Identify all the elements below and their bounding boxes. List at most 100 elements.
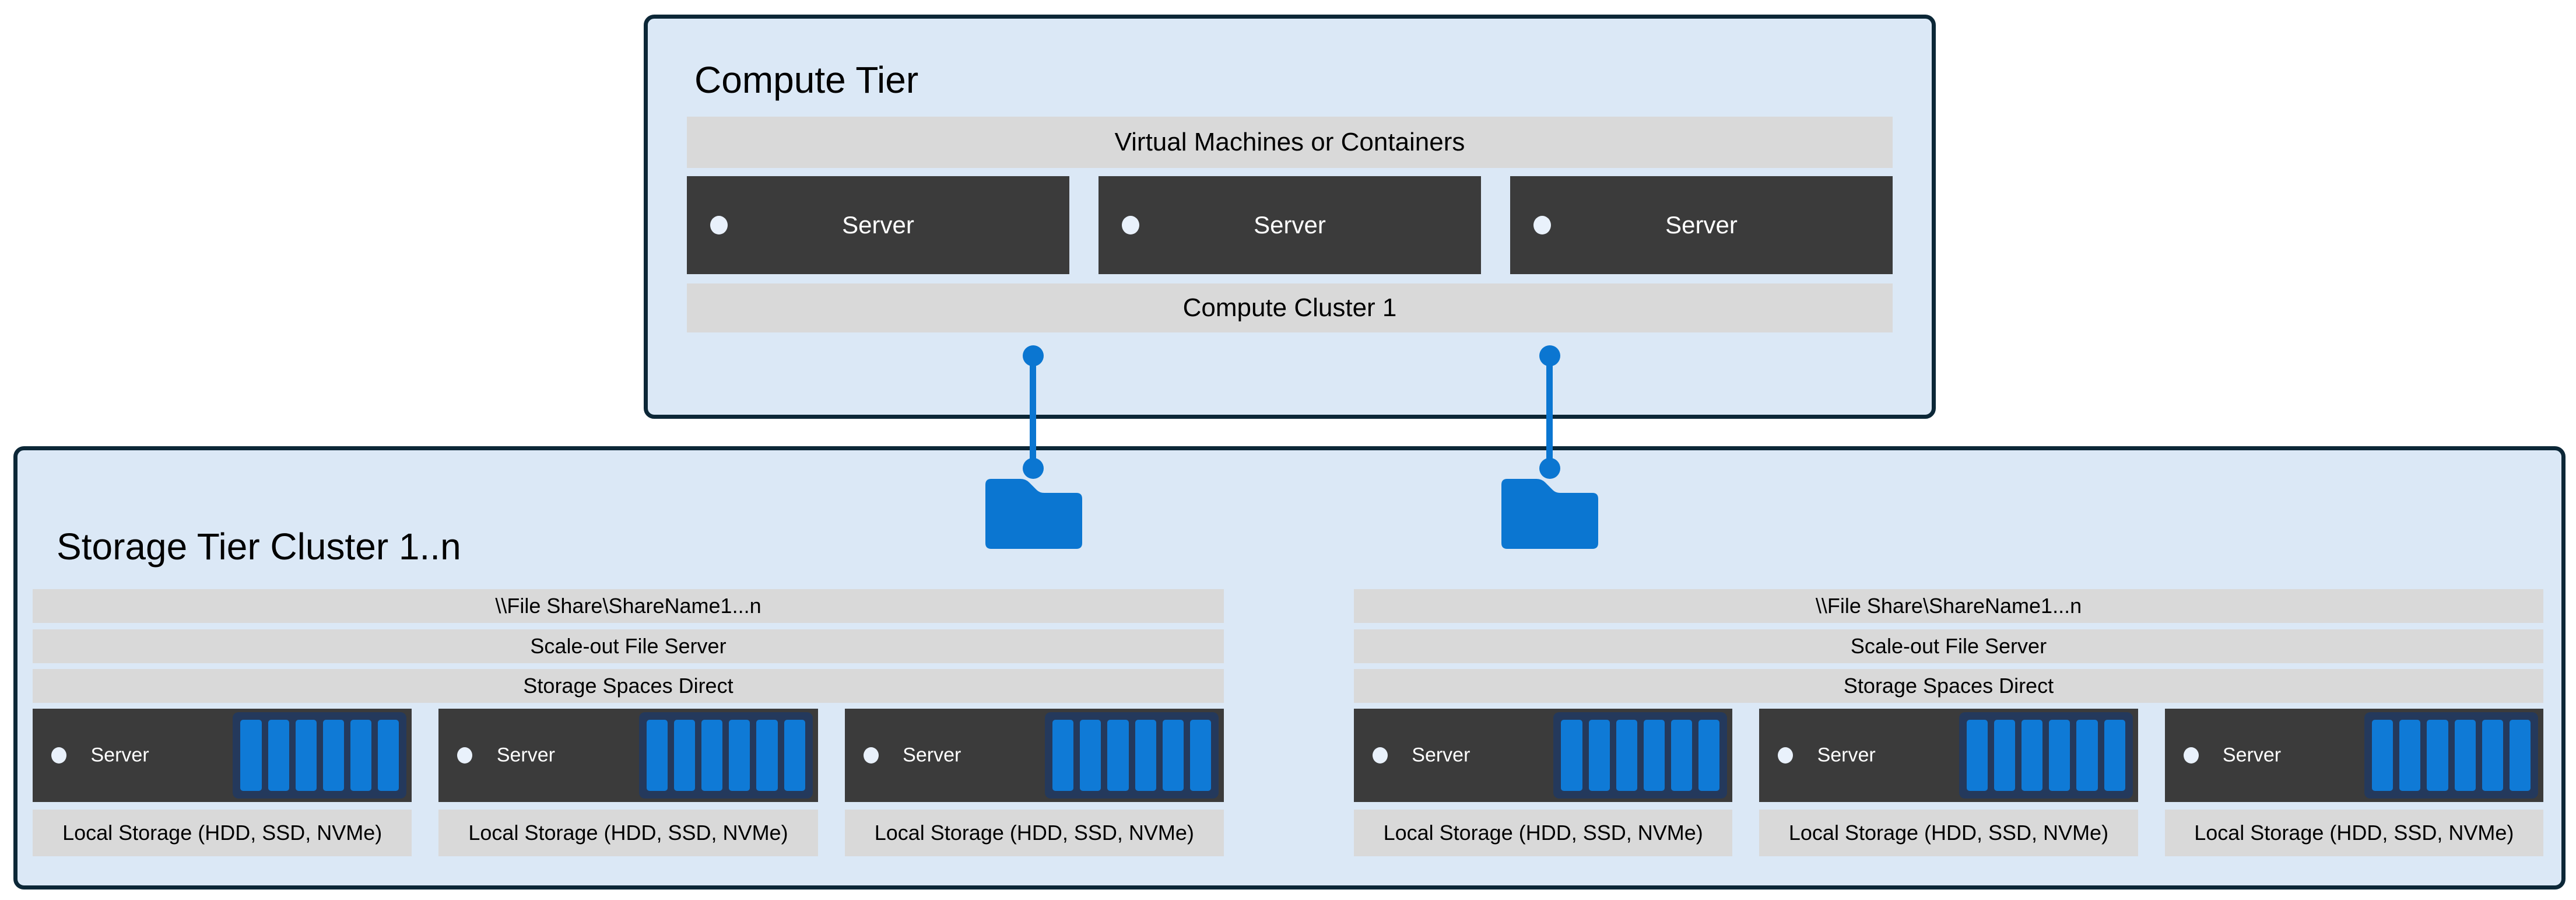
server-label: Server [1412, 744, 1471, 766]
server-led-icon [457, 747, 473, 764]
disk-slat [1671, 720, 1693, 791]
disk-slat [2371, 720, 2393, 791]
disk-slat [729, 720, 750, 791]
storage-server-node: Server [33, 709, 412, 802]
disk-slat [2076, 720, 2098, 791]
disk-slat [2482, 720, 2503, 791]
server-label: Server [496, 744, 555, 766]
storage-server-node: Server [438, 709, 818, 802]
file-share-bar: \\File Share\ShareName1...n [1354, 589, 2543, 623]
storage-server-node: Server [844, 709, 1224, 802]
disk-slat [646, 720, 668, 791]
server-label: Server [2222, 744, 2282, 766]
storage-cluster-group: \\File Share\ShareName1...n Scale-out Fi… [1354, 450, 2543, 885]
disk-slat [1643, 720, 1665, 791]
local-storage-bar: Local Storage (HDD, SSD, NVMe) [2164, 810, 2543, 856]
server-led-icon [2183, 747, 2199, 764]
disk-slat [322, 720, 345, 791]
connector-node-icon [1539, 345, 1560, 366]
server-led-icon [1778, 747, 1794, 764]
file-share-folder-icon [1501, 479, 1598, 549]
disk-slat [1994, 720, 2015, 791]
local-storage-bar: Local Storage (HDD, SSD, NVMe) [33, 810, 412, 856]
disk-slat [1561, 720, 1582, 791]
storage-spaces-direct-bar: Storage Spaces Direct [33, 669, 1224, 703]
server-led-icon [1373, 747, 1388, 764]
connector-node-icon [1023, 345, 1044, 366]
server-label: Server [842, 211, 914, 239]
disk-slat [2454, 720, 2476, 791]
compute-cluster-bar: Compute Cluster 1 [687, 283, 1893, 332]
disk-array-icon [1044, 712, 1219, 799]
disk-slat [2104, 720, 2125, 791]
server-label: Server [90, 744, 149, 766]
vm-containers-bar: Virtual Machines or Containers [687, 117, 1893, 168]
local-storage-bar: Local Storage (HDD, SSD, NVMe) [844, 810, 1224, 856]
scale-out-file-server-bar: Scale-out File Server [33, 629, 1224, 663]
disk-slat [756, 720, 778, 791]
compute-server-node: Server [687, 176, 1069, 274]
disk-slat [1162, 720, 1184, 791]
local-storage-row: Local Storage (HDD, SSD, NVMe) Local Sto… [33, 810, 1224, 856]
file-share-folder-icon [985, 479, 1082, 549]
server-label: Server [903, 744, 961, 766]
disk-slat [1107, 720, 1129, 791]
disk-slat [784, 720, 805, 791]
local-storage-bar: Local Storage (HDD, SSD, NVMe) [438, 810, 818, 856]
storage-spaces-direct-bar: Storage Spaces Direct [1354, 669, 2543, 703]
disk-slat [1588, 720, 1610, 791]
disk-slat [1698, 720, 1720, 791]
disk-slat [1052, 720, 1074, 791]
disk-slat [240, 720, 262, 791]
compute-server-node: Server [1510, 176, 1893, 274]
server-label: Server [1254, 211, 1326, 239]
disk-slat [268, 720, 289, 791]
file-share-bar: \\File Share\ShareName1...n [33, 589, 1224, 623]
server-label: Server [1817, 744, 1876, 766]
disk-array-icon [2364, 712, 2538, 799]
disk-slat [1135, 720, 1156, 791]
disk-slat [378, 720, 399, 791]
disk-slat [2427, 720, 2448, 791]
disk-slat [1080, 720, 1101, 791]
disk-array-icon [638, 712, 813, 799]
storage-cluster-group: \\File Share\ShareName1...n Scale-out Fi… [33, 450, 1224, 885]
storage-tier-title: Storage Tier Cluster 1..n [57, 526, 461, 568]
disk-slat [1189, 720, 1212, 791]
server-label: Server [1665, 211, 1738, 239]
server-led-icon [863, 747, 879, 764]
scale-out-file-server-bar: Scale-out File Server [1354, 629, 2543, 663]
connector-line [1030, 356, 1036, 468]
storage-server-node: Server [1354, 709, 1733, 802]
disk-array-icon [1959, 712, 2133, 799]
disk-slat [1616, 720, 1637, 791]
disk-slat [1966, 720, 1988, 791]
storage-server-row: Server Server [33, 709, 1224, 802]
storage-server-node: Server [1759, 709, 2138, 802]
local-storage-bar: Local Storage (HDD, SSD, NVMe) [1759, 810, 2138, 856]
compute-server-row: Server Server Server [687, 176, 1893, 274]
disk-array-icon [233, 712, 407, 799]
disk-slat [701, 720, 723, 791]
disk-slat [2399, 720, 2421, 791]
storage-server-row: Server Server [1354, 709, 2543, 802]
server-led-icon [710, 216, 728, 234]
storage-tier-box: Storage Tier Cluster 1..n \\File Share\S… [13, 446, 2566, 890]
disk-array-icon [1553, 712, 1728, 799]
disk-slat [295, 720, 317, 791]
connector-node-icon [1539, 458, 1560, 479]
disk-slat [2509, 720, 2531, 791]
compute-server-node: Server [1099, 176, 1481, 274]
server-led-icon [1533, 216, 1551, 234]
compute-tier-title: Compute Tier [694, 59, 919, 101]
disk-slat [2049, 720, 2070, 791]
local-storage-row: Local Storage (HDD, SSD, NVMe) Local Sto… [1354, 810, 2543, 856]
server-led-icon [1122, 216, 1139, 234]
local-storage-bar: Local Storage (HDD, SSD, NVMe) [1354, 810, 1733, 856]
storage-server-node: Server [2164, 709, 2543, 802]
connector-line [1546, 356, 1553, 468]
disk-slat [2022, 720, 2043, 791]
compute-tier-box: Compute Tier Virtual Machines or Contain… [644, 15, 1936, 419]
server-led-icon [51, 747, 66, 764]
